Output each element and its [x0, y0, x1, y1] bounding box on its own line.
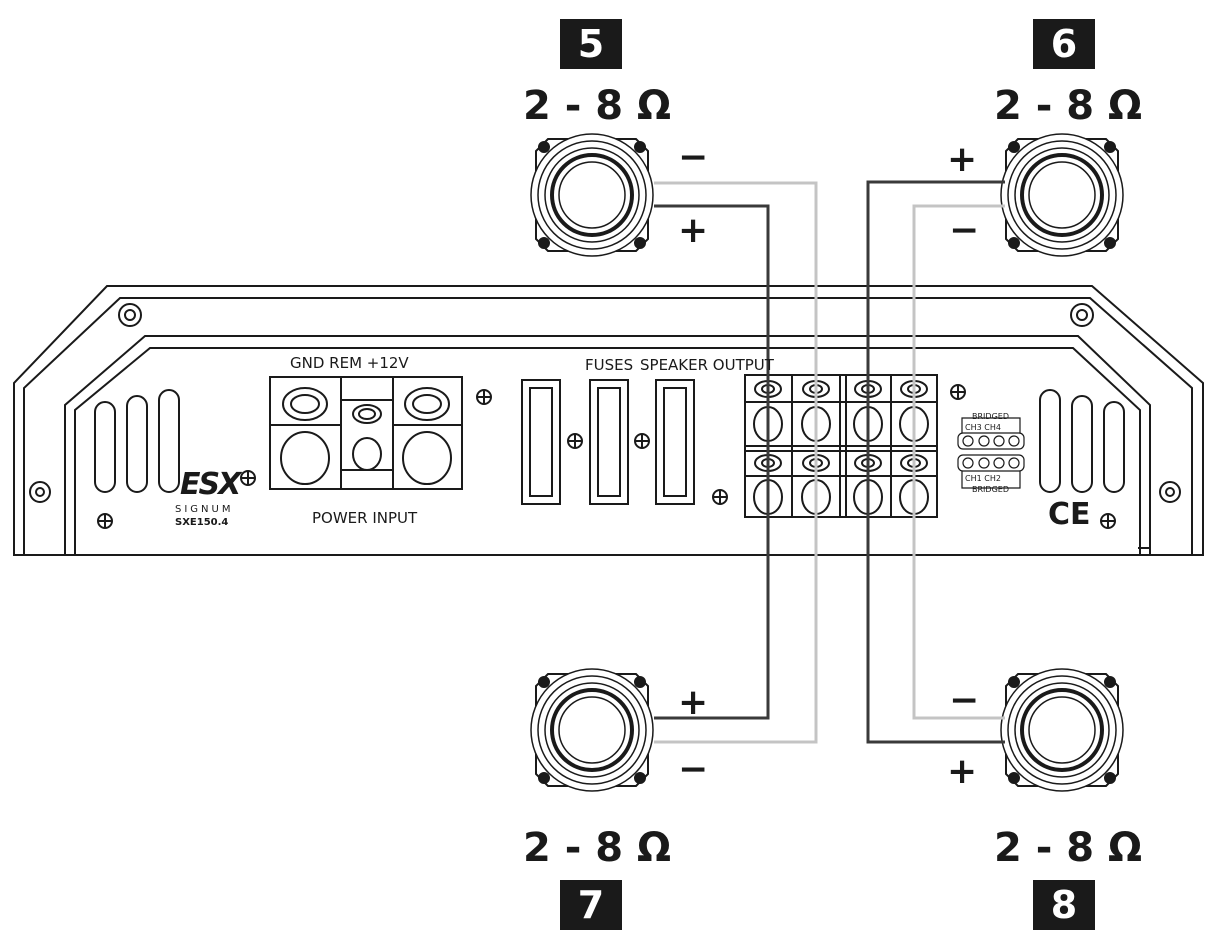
cross-screw-icon [567, 433, 583, 449]
brand-logo: ESX [180, 467, 241, 502]
fuse-slot [521, 379, 561, 505]
speaker-output-label: SPEAKER OUTPUT [640, 356, 774, 374]
power-terminal-label: GND REM +12V [290, 354, 409, 372]
fuse-slot [655, 379, 695, 505]
bridged-bottom-label: BRIDGED [972, 485, 1009, 494]
speaker-7-impedance: 2 - 8 Ω [523, 825, 672, 871]
side-screw-icon [1159, 481, 1181, 503]
speaker-7-icon [530, 668, 654, 792]
vent-slot [1039, 389, 1061, 493]
cross-screw-icon [950, 384, 966, 400]
cross-screw-icon [97, 513, 113, 529]
power-terminal-block [269, 376, 463, 490]
speaker-6-minus: − [949, 210, 980, 251]
power-input-label: POWER INPUT [312, 509, 418, 527]
speaker-8-icon [1000, 668, 1124, 792]
speaker-5-minus: − [678, 137, 709, 178]
vent-slot [126, 395, 148, 493]
speaker-6-plus: + [947, 139, 978, 180]
model-label: SXE150.4 [175, 517, 229, 528]
speaker-8-impedance: 2 - 8 Ω [994, 825, 1143, 871]
speaker-5-plus: + [678, 210, 709, 251]
speaker-6-badge: 6 [1033, 19, 1095, 69]
cross-screw-icon [712, 489, 728, 505]
ce-mark: CE [1048, 497, 1091, 532]
bridged-top-label: BRIDGED [972, 412, 1009, 421]
fuse-slot [589, 379, 629, 505]
brand-line: SIGNUM [175, 504, 234, 515]
side-screw-icon [29, 481, 51, 503]
speaker-6-icon [1000, 133, 1124, 257]
cross-screw-icon [1100, 513, 1116, 529]
amplifier-top-panel [64, 335, 1151, 555]
speaker-6-impedance: 2 - 8 Ω [994, 83, 1143, 129]
speaker-7-minus: − [678, 749, 709, 790]
speaker-7-badge: 7 [560, 880, 622, 930]
cross-screw-icon [240, 470, 256, 486]
cross-screw-icon [476, 389, 492, 405]
wire-speaker-6 [866, 180, 1005, 744]
cross-screw-icon [634, 433, 650, 449]
corner-screw-icon [118, 303, 142, 327]
fuses-label: FUSES [585, 356, 634, 374]
speaker-8-plus: + [947, 751, 978, 792]
speaker-5-impedance: 2 - 8 Ω [523, 83, 672, 129]
vent-slot [94, 401, 116, 493]
speaker-8-badge: 8 [1033, 880, 1095, 930]
wire-speaker-5 [654, 181, 818, 744]
bridged-legend [957, 417, 1025, 489]
speaker-5-badge: 5 [560, 19, 622, 69]
speaker-7-plus: + [678, 682, 709, 723]
ch-top-label: CH3 CH4 [965, 423, 1001, 432]
speaker-8-minus: − [949, 680, 980, 721]
corner-screw-icon [1070, 303, 1094, 327]
vent-slot [1103, 401, 1125, 493]
vent-slot [1071, 395, 1093, 493]
ch-bottom-label: CH1 CH2 [965, 474, 1001, 483]
vent-slot [158, 389, 180, 493]
speaker-5-icon [530, 133, 654, 257]
